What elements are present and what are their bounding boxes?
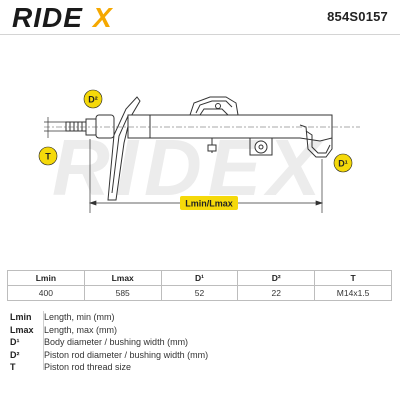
legend-value: Piston rod diameter / bushing width (mm) bbox=[44, 349, 209, 360]
legend-separator bbox=[43, 311, 44, 370]
d2-badge-label: D² bbox=[88, 95, 98, 105]
d1-badge-label: D¹ bbox=[338, 159, 348, 169]
t-badge: T bbox=[38, 146, 58, 166]
col-header-t: T bbox=[314, 270, 392, 286]
col-header-d1: D¹ bbox=[160, 270, 239, 286]
spring-seat bbox=[107, 96, 141, 201]
shock-body bbox=[127, 114, 333, 142]
thread-stud bbox=[65, 121, 87, 132]
spec-table: Lmin Lmax D¹ D² T 400 585 52 22 M14x1.5 bbox=[7, 270, 392, 301]
spec-table-value-row: 400 585 52 22 M14x1.5 bbox=[7, 285, 392, 301]
shock-absorber-drawing: RIDEX bbox=[38, 89, 360, 213]
top-cap bbox=[95, 114, 115, 139]
length-label-box: Lmin/Lmax bbox=[180, 196, 238, 210]
legend-key: D¹ bbox=[10, 337, 20, 348]
lower-bolt bbox=[207, 138, 217, 153]
legend-value: Length, min (mm) bbox=[44, 312, 115, 322]
brand-logo: RIDE X bbox=[12, 2, 114, 32]
value-lmax: 585 bbox=[83, 285, 162, 301]
legend-item: T Piston rod thread size bbox=[10, 361, 208, 374]
legend-item: D¹ Body diameter / bushing width (mm) bbox=[10, 336, 208, 349]
legend: Lmin Length, min (mm) Lmax Length, max (… bbox=[10, 311, 208, 374]
value-d2: 22 bbox=[237, 285, 316, 301]
value-lmin: 400 bbox=[7, 285, 85, 301]
col-header-lmin: Lmin bbox=[7, 270, 85, 286]
svg-text:RIDE: RIDE bbox=[12, 2, 83, 32]
value-d1: 52 bbox=[160, 285, 239, 301]
legend-key: Lmax bbox=[10, 324, 34, 335]
legend-key: Lmin bbox=[10, 312, 32, 322]
legend-key: D² bbox=[10, 349, 20, 360]
sensor-bracket bbox=[249, 138, 273, 156]
legend-key: T bbox=[10, 362, 16, 373]
thread-dimension bbox=[44, 117, 66, 138]
t-badge-label: T bbox=[45, 152, 51, 162]
value-t: M14x1.5 bbox=[314, 285, 392, 301]
legend-item: Lmax Length, max (mm) bbox=[10, 324, 208, 337]
d2-badge: D² bbox=[83, 89, 103, 109]
legend-item: D² Piston rod diameter / bushing width (… bbox=[10, 349, 208, 362]
legend-value: Length, max (mm) bbox=[44, 324, 118, 335]
header-divider bbox=[0, 34, 400, 35]
part-number: 854S0157 bbox=[327, 9, 388, 24]
spec-table-header-row: Lmin Lmax D¹ D² T bbox=[7, 270, 392, 286]
svg-text:X: X bbox=[91, 2, 114, 32]
length-label: Lmin/Lmax bbox=[185, 199, 233, 209]
legend-item: Lmin Length, min (mm) bbox=[10, 311, 208, 324]
legend-value: Piston rod thread size bbox=[44, 362, 132, 373]
header: RIDE X 854S0157 bbox=[0, 0, 400, 34]
hose-bracket bbox=[189, 96, 239, 116]
d1-badge: D¹ bbox=[333, 153, 353, 173]
col-header-d2: D² bbox=[237, 270, 316, 286]
legend-value: Body diameter / bushing width (mm) bbox=[44, 337, 189, 348]
col-header-lmax: Lmax bbox=[83, 270, 162, 286]
